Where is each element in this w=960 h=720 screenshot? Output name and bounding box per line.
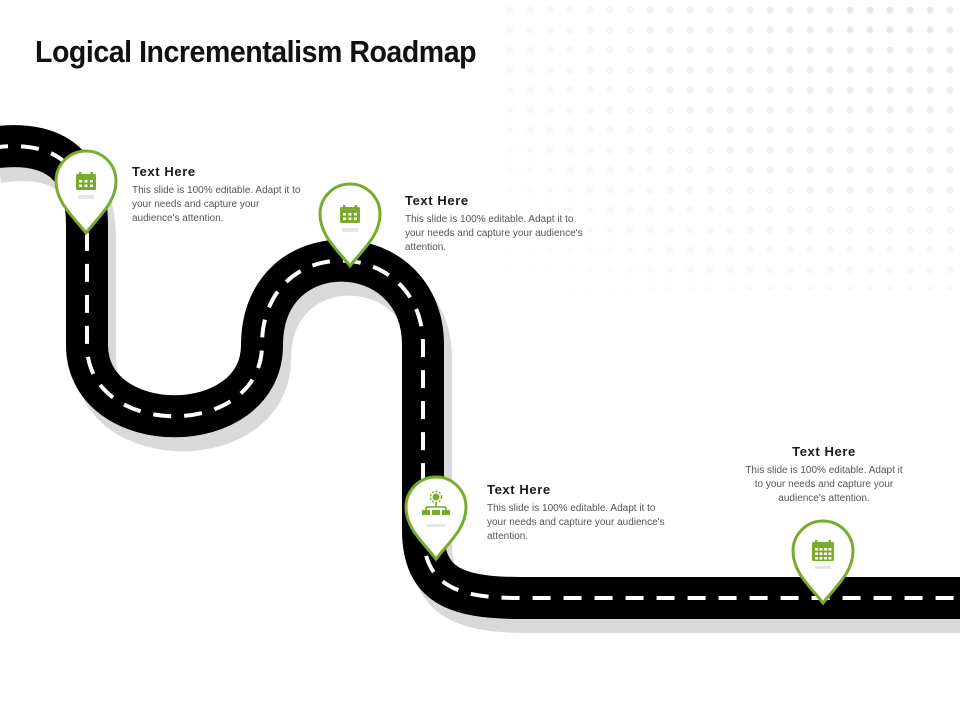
location-pin-3[interactable] bbox=[404, 475, 468, 562]
step-3-text: Text Here This slide is 100% editable. A… bbox=[487, 482, 672, 544]
step-4-text: Text Here This slide is 100% editable. A… bbox=[741, 444, 907, 506]
step-2-body: This slide is 100% editable. Adapt it to… bbox=[405, 214, 583, 253]
calendar-icon bbox=[76, 172, 96, 190]
step-3-heading: Text Here bbox=[487, 482, 551, 497]
calendar-icon bbox=[340, 205, 360, 223]
step-2-text: Text Here This slide is 100% editable. A… bbox=[405, 193, 590, 255]
step-4-heading: Text Here bbox=[792, 444, 856, 459]
location-pin-1[interactable] bbox=[54, 149, 118, 236]
step-1-text: Text Here This slide is 100% editable. A… bbox=[132, 164, 304, 226]
location-pin-2[interactable] bbox=[318, 182, 382, 269]
location-pin-4[interactable] bbox=[791, 519, 855, 606]
calendar-icon bbox=[812, 540, 834, 561]
slide-title: Logical Incrementalism Roadmap bbox=[35, 34, 477, 69]
step-4-body: This slide is 100% editable. Adapt it to… bbox=[745, 465, 903, 504]
hierarchy-icon bbox=[422, 490, 450, 515]
step-1-heading: Text Here bbox=[132, 164, 196, 179]
step-2-heading: Text Here bbox=[405, 193, 469, 208]
step-3-body: This slide is 100% editable. Adapt it to… bbox=[487, 503, 665, 542]
step-1-body: This slide is 100% editable. Adapt it to… bbox=[132, 185, 301, 224]
